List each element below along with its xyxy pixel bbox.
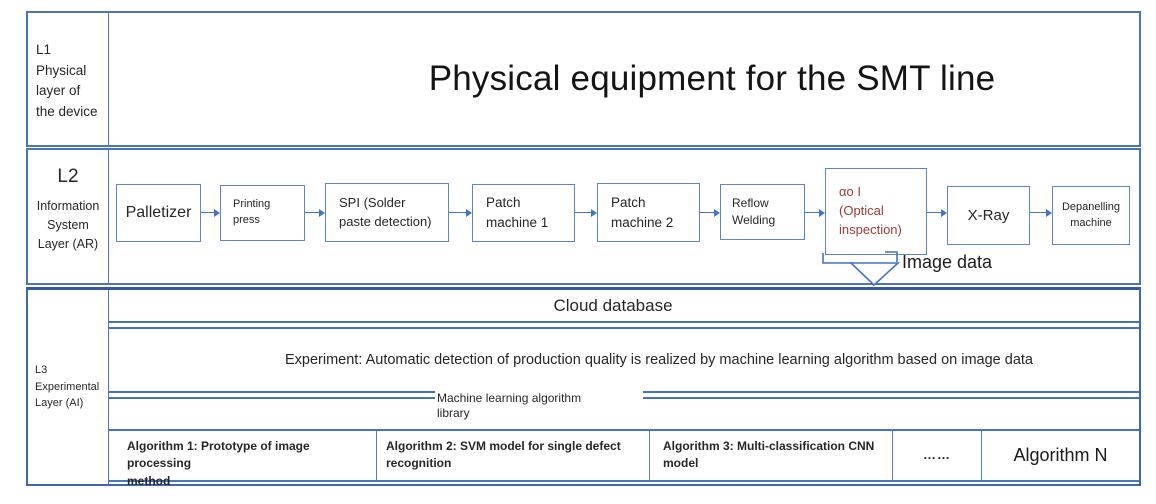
- flow-box-palletizer: Palletizer: [116, 184, 201, 242]
- ml-library-label: Machine learning algorithm library: [435, 390, 643, 423]
- layer-row-l1: L1 Physical layer of the device Physical…: [26, 11, 1141, 147]
- flow-arrow-icon: [927, 208, 947, 217]
- algorithm-ellipsis-cell: ……: [892, 431, 981, 480]
- layer-label-l1: L1 Physical layer of the device: [28, 13, 109, 145]
- experimental-area: Cloud database Experiment: Automatic det…: [109, 290, 1139, 488]
- flow-arrow-icon: [201, 208, 220, 217]
- image-data-label: Image data: [902, 252, 993, 272]
- flow-box-printing-press: Printing press: [220, 185, 305, 241]
- flow-arrow-icon: [805, 208, 825, 217]
- flow-box-reflow-welding: Reflow Welding: [720, 184, 805, 240]
- layer-row-l3: L3 Experimental Layer (AI) Cloud databas…: [26, 287, 1141, 488]
- algorithm-cell-3: Algorithm 3: Multi-classification CNN mo…: [649, 431, 892, 480]
- layer-l2-name: Information System Layer (AR): [36, 199, 100, 251]
- flow-arrow-icon: [575, 208, 597, 217]
- experiment-text: Experiment: Automatic detection of produ…: [109, 327, 1139, 393]
- smt-title: Physical equipment for the SMT line: [428, 59, 996, 98]
- layer-label-l3: L3 Experimental Layer (AI): [28, 290, 109, 484]
- layer-row-l2: L2 Information System Layer (AR) Palleti…: [26, 148, 1141, 285]
- algorithm-row: Algorithm 1: Prototype of image processi…: [109, 429, 1139, 488]
- cloud-database-title: Cloud database: [109, 290, 1139, 323]
- layer-label-l2: L2 Information System Layer (AR): [28, 150, 109, 283]
- flow-box-spi: SPI (Solder paste detection): [325, 183, 449, 242]
- flow-area: Palletizer Printing press SPI (Solder pa…: [109, 150, 1139, 283]
- flow-box-x-ray: X-Ray: [947, 186, 1030, 245]
- algorithm-cell-2: Algorithm 2: SVM model for single defect…: [376, 431, 649, 480]
- flow-arrow-icon: [305, 208, 325, 217]
- flow-arrow-icon: [1030, 208, 1052, 217]
- layer-l1-content: Physical equipment for the SMT line: [109, 13, 1139, 145]
- flow-box-optical-inspection: αo I (Optical inspection): [825, 168, 927, 255]
- algorithm-n-cell: Algorithm N: [981, 431, 1139, 480]
- flow-box-patch-machine-1: Patch machine 1: [472, 184, 575, 242]
- flow-box-depanelling-machine: Depanelling machine: [1052, 186, 1130, 245]
- flow-arrow-icon: [449, 208, 472, 217]
- flow-arrow-icon: [700, 208, 720, 217]
- flow-box-patch-machine-2: Patch machine 2: [597, 183, 700, 242]
- algorithm-cell-1: Algorithm 1: Prototype of image processi…: [127, 439, 310, 488]
- layer-l2-code: L2: [57, 166, 79, 187]
